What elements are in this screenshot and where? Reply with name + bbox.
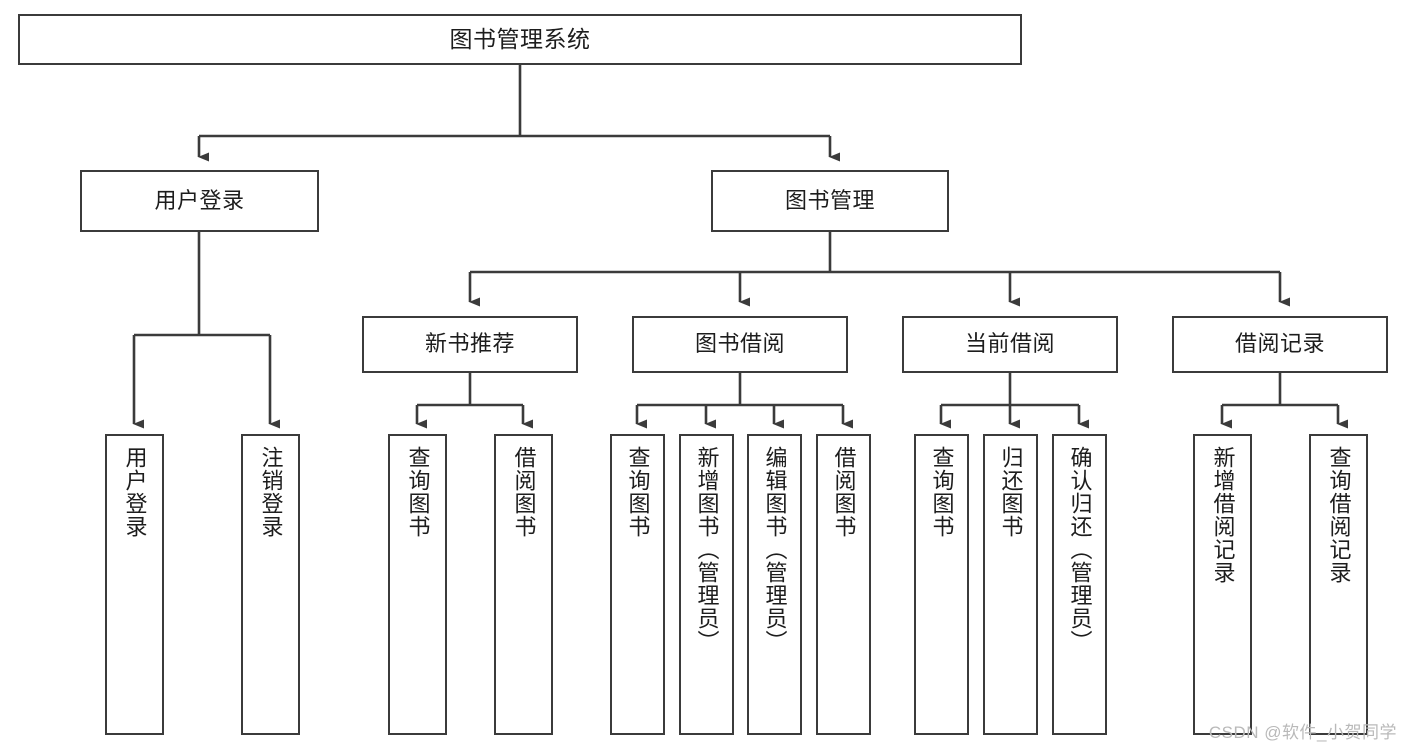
node-label: 图书管理 xyxy=(784,187,875,213)
node-borrow-record[interactable]: 借阅记录 xyxy=(1172,316,1388,373)
node-label: 当前借阅 xyxy=(964,331,1055,357)
leaf-add-borrow-record[interactable]: 新增借阅记录 xyxy=(1193,434,1252,735)
node-book-borrow[interactable]: 图书借阅 xyxy=(632,316,848,373)
node-label: 图书管理系统 xyxy=(449,25,591,52)
csdn-watermark: CSDN @软件_小贺同学 xyxy=(1208,723,1397,742)
node-label: 图书借阅 xyxy=(694,331,785,357)
node-new-book-recommend[interactable]: 新书推荐 xyxy=(362,316,578,373)
leaf-user-login[interactable]: 用户登录 xyxy=(105,434,164,735)
node-label: 查询图书 xyxy=(625,446,651,538)
node-label: 用户登录 xyxy=(154,187,245,213)
node-label: 注销登录 xyxy=(258,446,284,538)
node-label: 借阅记录 xyxy=(1234,331,1325,357)
node-label: 用户登录 xyxy=(122,446,148,538)
leaf-query-book-recommend[interactable]: 查询图书 xyxy=(388,434,447,735)
leaf-query-book-current[interactable]: 查询图书 xyxy=(914,434,969,735)
node-label: 查询图书 xyxy=(405,446,431,538)
leaf-return-book[interactable]: 归还图书 xyxy=(983,434,1038,735)
node-current-borrow[interactable]: 当前借阅 xyxy=(902,316,1118,373)
node-label: 查询借阅记录 xyxy=(1326,446,1352,584)
node-label: 新书推荐 xyxy=(424,331,515,357)
leaf-borrow-book[interactable]: 借阅图书 xyxy=(816,434,871,735)
leaf-logout-login[interactable]: 注销登录 xyxy=(241,434,300,735)
leaf-borrow-book-recommend[interactable]: 借阅图书 xyxy=(494,434,553,735)
node-label: 新增图书（管理员） xyxy=(694,446,720,653)
node-label: 编辑图书（管理员） xyxy=(762,446,788,653)
leaf-add-book-admin[interactable]: 新增图书（管理员） xyxy=(679,434,734,735)
node-label: 查询图书 xyxy=(929,446,955,538)
node-book-management[interactable]: 图书管理 xyxy=(711,170,949,232)
node-label: 归还图书 xyxy=(998,446,1024,538)
leaf-query-book-borrow[interactable]: 查询图书 xyxy=(610,434,665,735)
leaf-query-borrow-record[interactable]: 查询借阅记录 xyxy=(1309,434,1368,735)
leaf-confirm-return-admin[interactable]: 确认归还（管理员） xyxy=(1052,434,1107,735)
node-label: 借阅图书 xyxy=(511,446,537,538)
leaf-edit-book-admin[interactable]: 编辑图书（管理员） xyxy=(747,434,802,735)
node-label: 确认归还（管理员） xyxy=(1067,446,1093,653)
node-root-book-management-system[interactable]: 图书管理系统 xyxy=(18,14,1022,65)
node-label: 借阅图书 xyxy=(831,446,857,538)
node-label: 新增借阅记录 xyxy=(1210,446,1236,584)
node-user-login[interactable]: 用户登录 xyxy=(80,170,319,232)
